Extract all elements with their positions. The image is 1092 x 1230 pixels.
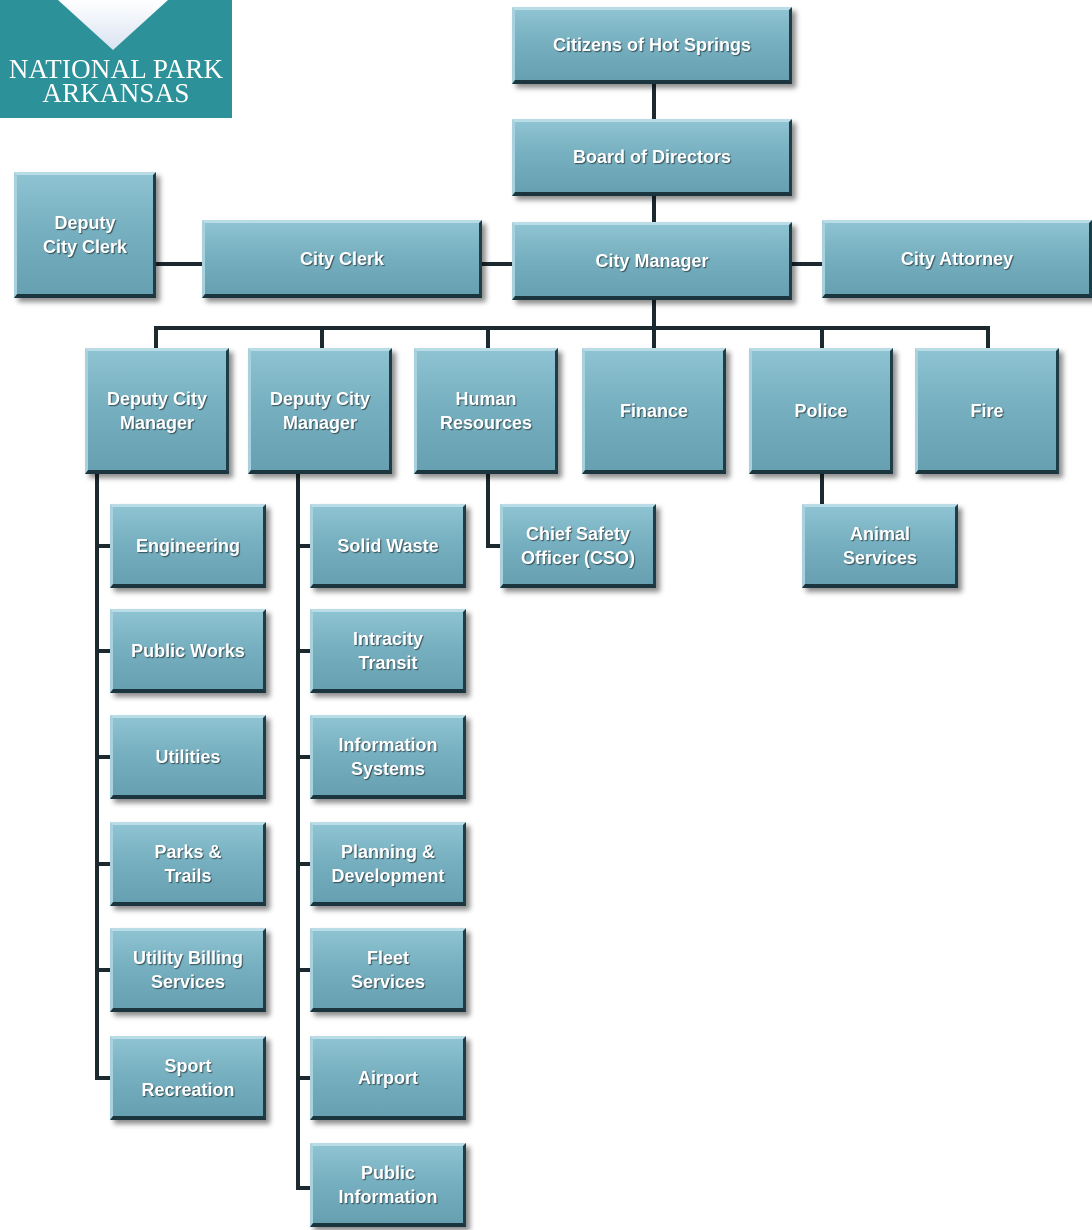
solid-waste-box: Solid Waste bbox=[310, 504, 466, 588]
city-attorney-box: City Attorney bbox=[822, 220, 1092, 298]
chief-safety-officer-box: Chief Safety Officer (CSO) bbox=[500, 504, 656, 588]
information-systems-box: Information Systems bbox=[310, 715, 466, 799]
city-clerk-box: City Clerk bbox=[202, 220, 482, 298]
human-resources-box: Human Resources bbox=[414, 348, 558, 474]
fire-box: Fire bbox=[915, 348, 1059, 474]
logo-text-line2: ARKANSAS bbox=[42, 78, 190, 108]
citizens-of-hot-springs-box: Citizens of Hot Springs bbox=[512, 7, 792, 84]
parks-and-trails-box: Parks & Trails bbox=[110, 822, 266, 906]
planning-and-development-box: Planning & Development bbox=[310, 822, 466, 906]
police-box: Police bbox=[749, 348, 893, 474]
sport-recreation-box: Sport Recreation bbox=[110, 1036, 266, 1120]
logo-chevron-icon bbox=[58, 0, 168, 50]
national-park-arkansas-logo: NATIONAL PARK ARKANSAS bbox=[0, 0, 232, 118]
city-manager-box: City Manager bbox=[512, 222, 792, 300]
public-works-box: Public Works bbox=[110, 609, 266, 693]
utility-billing-services-box: Utility Billing Services bbox=[110, 928, 266, 1012]
engineering-box: Engineering bbox=[110, 504, 266, 588]
deputy-city-manager-1-box: Deputy City Manager bbox=[85, 348, 229, 474]
deputy-city-clerk-box: Deputy City Clerk bbox=[14, 172, 156, 298]
logo-text-line1: NATIONAL PARK bbox=[8, 54, 224, 84]
intracity-transit-box: Intracity Transit bbox=[310, 609, 466, 693]
airport-box: Airport bbox=[310, 1036, 466, 1120]
deputy-city-manager-2-box: Deputy City Manager bbox=[248, 348, 392, 474]
fleet-services-box: Fleet Services bbox=[310, 928, 466, 1012]
board-of-directors-box: Board of Directors bbox=[512, 119, 792, 196]
animal-services-box: Animal Services bbox=[802, 504, 958, 588]
public-information-box: Public Information bbox=[310, 1143, 466, 1227]
utilities-box: Utilities bbox=[110, 715, 266, 799]
finance-box: Finance bbox=[582, 348, 726, 474]
